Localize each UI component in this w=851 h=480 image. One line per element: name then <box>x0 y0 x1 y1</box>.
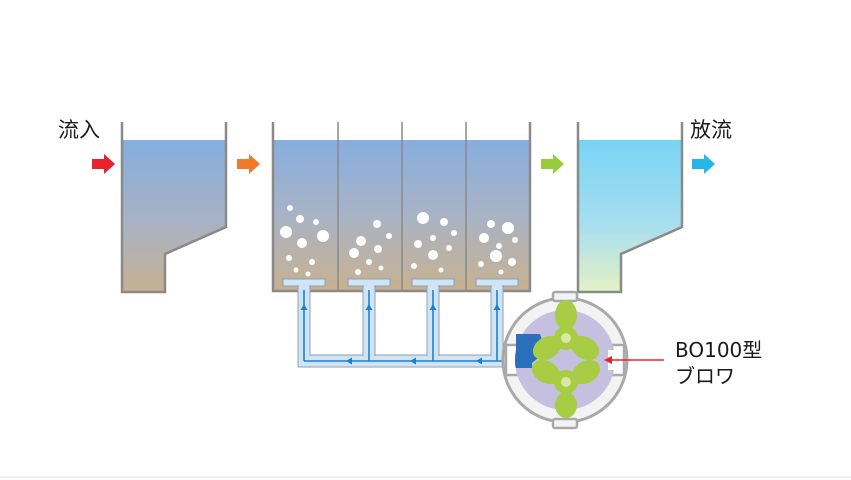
final-settling-tank <box>576 122 684 294</box>
upper-rotor <box>532 300 600 361</box>
transfer-arrow-1-icon <box>237 154 260 174</box>
settling-tank <box>120 122 228 294</box>
air-bubbles <box>280 205 518 277</box>
outflow-arrow-icon <box>692 154 715 174</box>
aeration-tank <box>271 122 532 293</box>
transfer-arrow-2-icon <box>541 154 564 174</box>
lower-rotor <box>531 359 601 418</box>
air-flow-arrows <box>300 304 501 365</box>
inflow-label: 流入 <box>58 118 100 142</box>
blower-name-label: ブロワ <box>675 364 735 388</box>
outflow-label: 放流 <box>690 118 732 142</box>
air-piping <box>282 278 521 368</box>
blower-model-label: BO100型 <box>675 338 763 362</box>
divider <box>0 476 851 478</box>
roots-blower-icon <box>501 290 629 430</box>
blower-pointer <box>604 356 664 364</box>
inflow-arrow-icon <box>92 154 115 174</box>
